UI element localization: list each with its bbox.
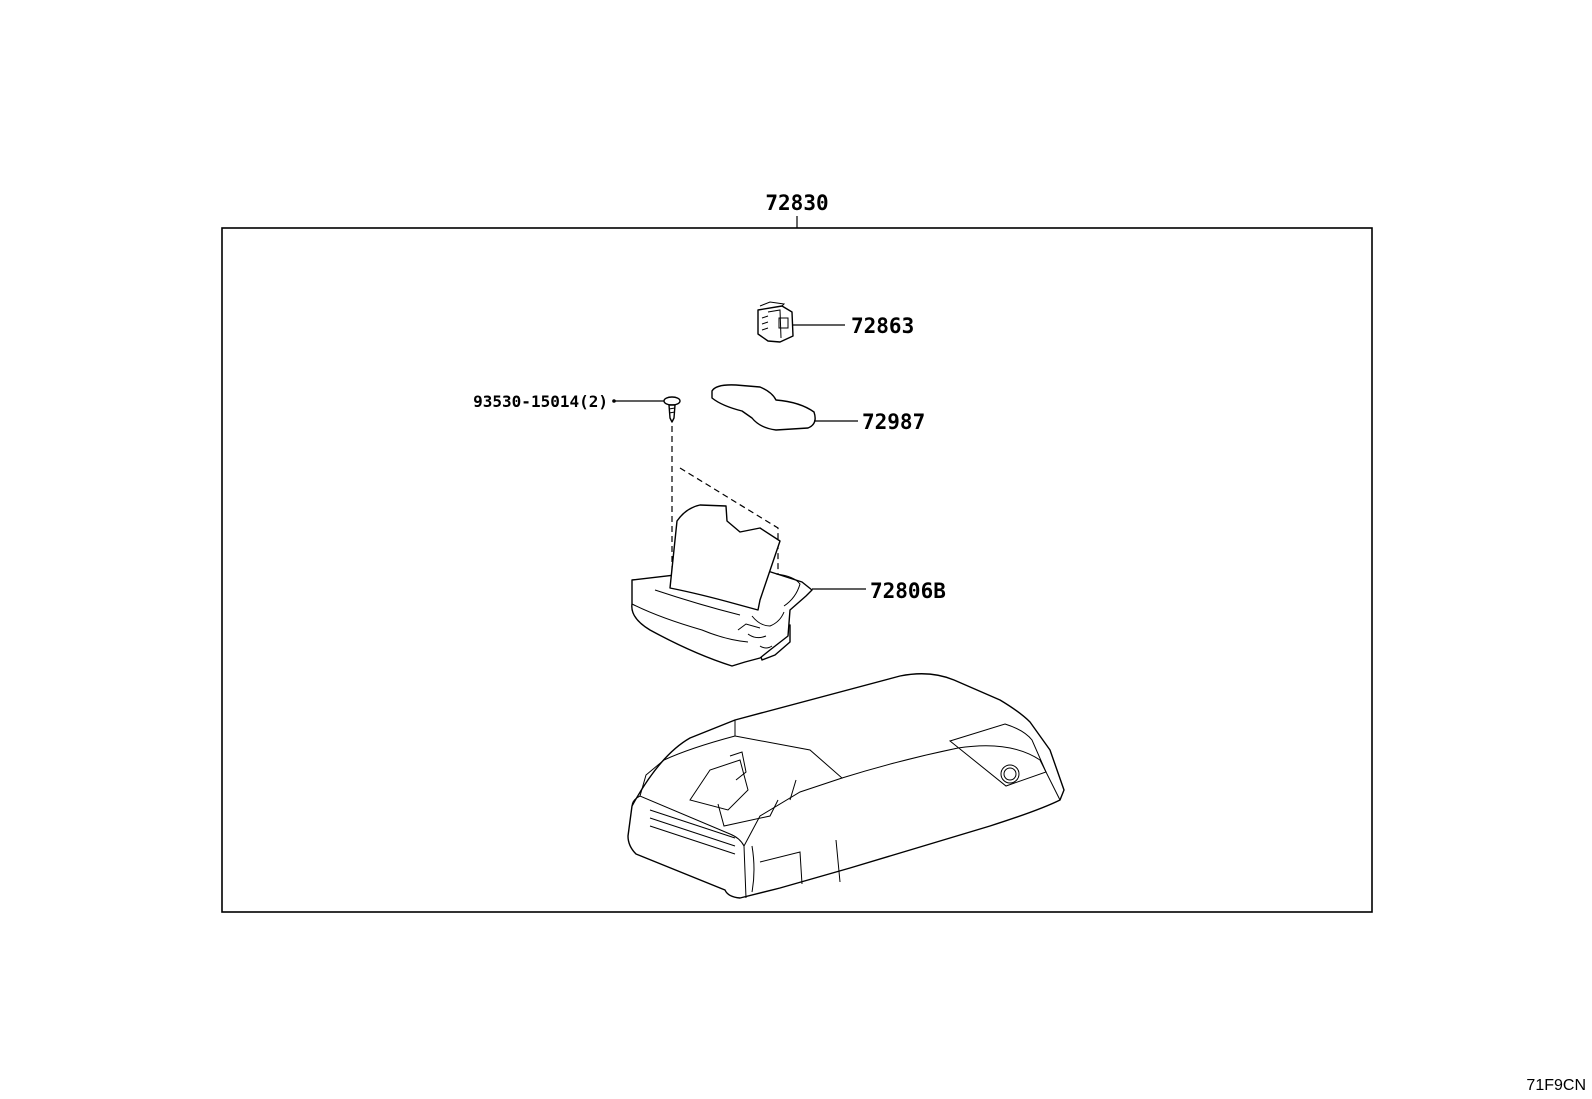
- pad-install-line: [679, 467, 779, 610]
- screw-leader-dot: [612, 399, 616, 403]
- clip-part-number[interactable]: 72863: [851, 314, 914, 338]
- console-lid: [627, 673, 1065, 899]
- pad-part: [711, 384, 816, 431]
- illustration-reference: 71F9CN: [1526, 1077, 1586, 1094]
- assembly-part-number[interactable]: 72830: [765, 191, 828, 215]
- screw-part: [663, 396, 681, 423]
- cup-holder-part: [631, 504, 813, 667]
- cup-holder-part-number[interactable]: 72806B: [870, 579, 946, 603]
- pad-part-number[interactable]: 72987: [862, 410, 925, 434]
- clip-part: [757, 301, 794, 343]
- screw-part-number[interactable]: 93530-15014(2): [473, 392, 608, 411]
